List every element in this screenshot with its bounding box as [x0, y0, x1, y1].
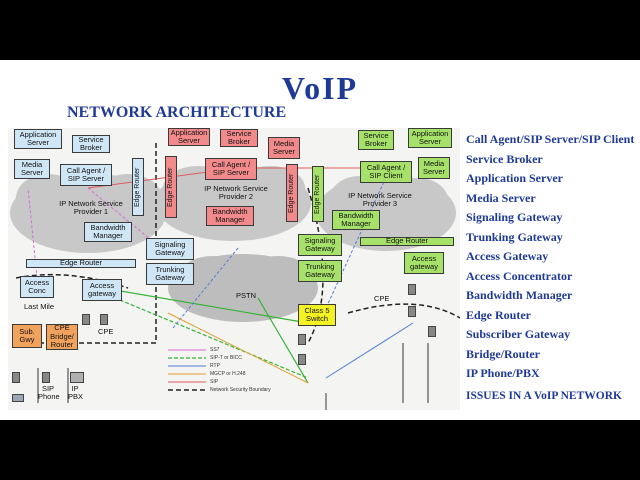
- trunking-gateway-right: Trunking Gateway: [298, 260, 342, 282]
- component-list-item: Call Agent/SIP Server/SIP Client: [466, 132, 635, 146]
- ip-pbx-label: IP PBX: [68, 384, 84, 401]
- sp1-service-broker: Service Broker: [72, 135, 110, 153]
- component-list-item: Service Broker: [466, 151, 543, 166]
- component-list-item: Bandwidth Manager: [466, 288, 573, 302]
- phone-icon: [408, 306, 416, 317]
- component-list-item: Access Gateway: [466, 249, 549, 263]
- sp3-edge-router: Edge Router: [360, 237, 454, 246]
- sp1-edge-router: Edge Router: [26, 259, 136, 268]
- cpe-bridge-router: CPE Bridge/ Router: [46, 324, 78, 350]
- sp1-network-label: IP Network Service Provider 1: [59, 199, 123, 216]
- computer-icon: [12, 394, 24, 402]
- network-diagram: Application Server Service Broker Media …: [8, 128, 460, 410]
- security-boundary: [28, 143, 157, 344]
- sp3-application-server: Application Server: [408, 128, 452, 148]
- phone-icon: [100, 314, 108, 325]
- component-list-item: Trunking Gateway: [466, 229, 563, 244]
- sp3-cpe-label: CPE: [374, 294, 390, 303]
- component-list-item: Signaling Gateway: [466, 210, 563, 224]
- legend-boundary: Network Security Boundary: [210, 387, 271, 393]
- sp3-call-agent: Call Agent / SIP Client: [360, 161, 412, 183]
- legend-ss7: SS7: [210, 347, 220, 353]
- component-list-item: Access Concentrator: [466, 268, 573, 283]
- sip-phone-label: SIP Phone: [38, 384, 60, 401]
- class5-switch: Class 5 Switch: [298, 304, 336, 326]
- phone-icon: [82, 314, 90, 325]
- component-list-item: Bridge/Router: [466, 346, 540, 361]
- access-conc: Access Conc: [20, 276, 54, 298]
- slide-title: VoIP: [281, 70, 359, 106]
- phone-icon: [298, 354, 306, 365]
- sp3-edge-router-vertical: Edge Router: [312, 166, 324, 222]
- sp2-service-broker: Service Broker: [220, 129, 258, 147]
- legend-rtp: RTP: [210, 363, 220, 369]
- phone-icon: [428, 326, 436, 337]
- slide-subtitle: NETWORK ARCHITECTURE: [67, 104, 287, 121]
- sub-gwy: Sub. Gwy: [12, 324, 42, 348]
- sp2-bandwidth-manager: Bandwidth Manager: [206, 206, 254, 226]
- sp1-edge-router-vertical: Edge Router: [132, 158, 144, 216]
- component-list-item: IP Phone/PBX: [466, 366, 540, 380]
- phone-icon: [298, 334, 306, 345]
- signaling-gateway-right: Signaling Gateway: [298, 234, 342, 256]
- legend-sipt: SIP-T or BICC: [210, 355, 242, 361]
- phone-icon: [12, 372, 20, 383]
- legend-sip: SIP: [210, 379, 219, 385]
- component-list-item: Media Server: [466, 190, 536, 205]
- pstn-label: PSTN: [236, 291, 257, 300]
- sp2-application-server: Application Server: [168, 128, 210, 146]
- sp3-bandwidth-manager: Bandwidth Manager: [332, 210, 380, 230]
- legend-mgcp: MGCP or H.248: [210, 371, 246, 377]
- sp2-edge-router-right: Edge Router: [286, 164, 298, 222]
- phone-icon: [42, 372, 50, 383]
- sp3-service-broker: Service Broker: [358, 130, 394, 150]
- sp2-edge-router-left: Edge Router: [165, 156, 177, 218]
- sp2-media-server: Media Server: [268, 137, 300, 159]
- sp2-network-label: IP Network Service Provider 2: [204, 184, 268, 201]
- sp1-bandwidth-manager: Bandwidth Manager: [84, 222, 132, 242]
- slide: VoIP NETWORK ARCHITECTURE: [0, 60, 640, 420]
- issues-heading: ISSUES IN A VoIP NETWORK: [466, 390, 622, 402]
- sp1-access-gateway: Access gateway: [82, 279, 122, 301]
- component-list: Call Agent/SIP Server/SIP Client Service…: [466, 130, 640, 384]
- component-list-item: Edge Router: [466, 307, 531, 322]
- sp1-cpe-label: CPE: [98, 327, 114, 336]
- sp1-application-server: Application Server: [14, 129, 62, 149]
- phone-icon: [408, 284, 416, 295]
- sp1-media-server: Media Server: [14, 159, 50, 179]
- signaling-gateway-left: Signaling Gateway: [146, 238, 194, 260]
- sp3-network-label: IP Network Service Provider 3: [348, 191, 412, 208]
- component-list-item: Subscriber Gateway: [466, 327, 571, 341]
- sp3-access-gateway: Access gateway: [404, 252, 444, 274]
- last-mile-label: Last Mile: [24, 302, 55, 311]
- sp2-call-agent: Call Agent / SIP Server: [205, 158, 257, 180]
- sp3-media-server: Media Server: [418, 157, 450, 179]
- trunking-gateway-left: Trunking Gateway: [146, 263, 194, 285]
- diagram-background: [10, 143, 460, 410]
- pbx-icon: [70, 372, 84, 383]
- sp1-call-agent: Call Agent / SIP Server: [60, 164, 112, 186]
- component-list-item: Application Server: [466, 171, 563, 185]
